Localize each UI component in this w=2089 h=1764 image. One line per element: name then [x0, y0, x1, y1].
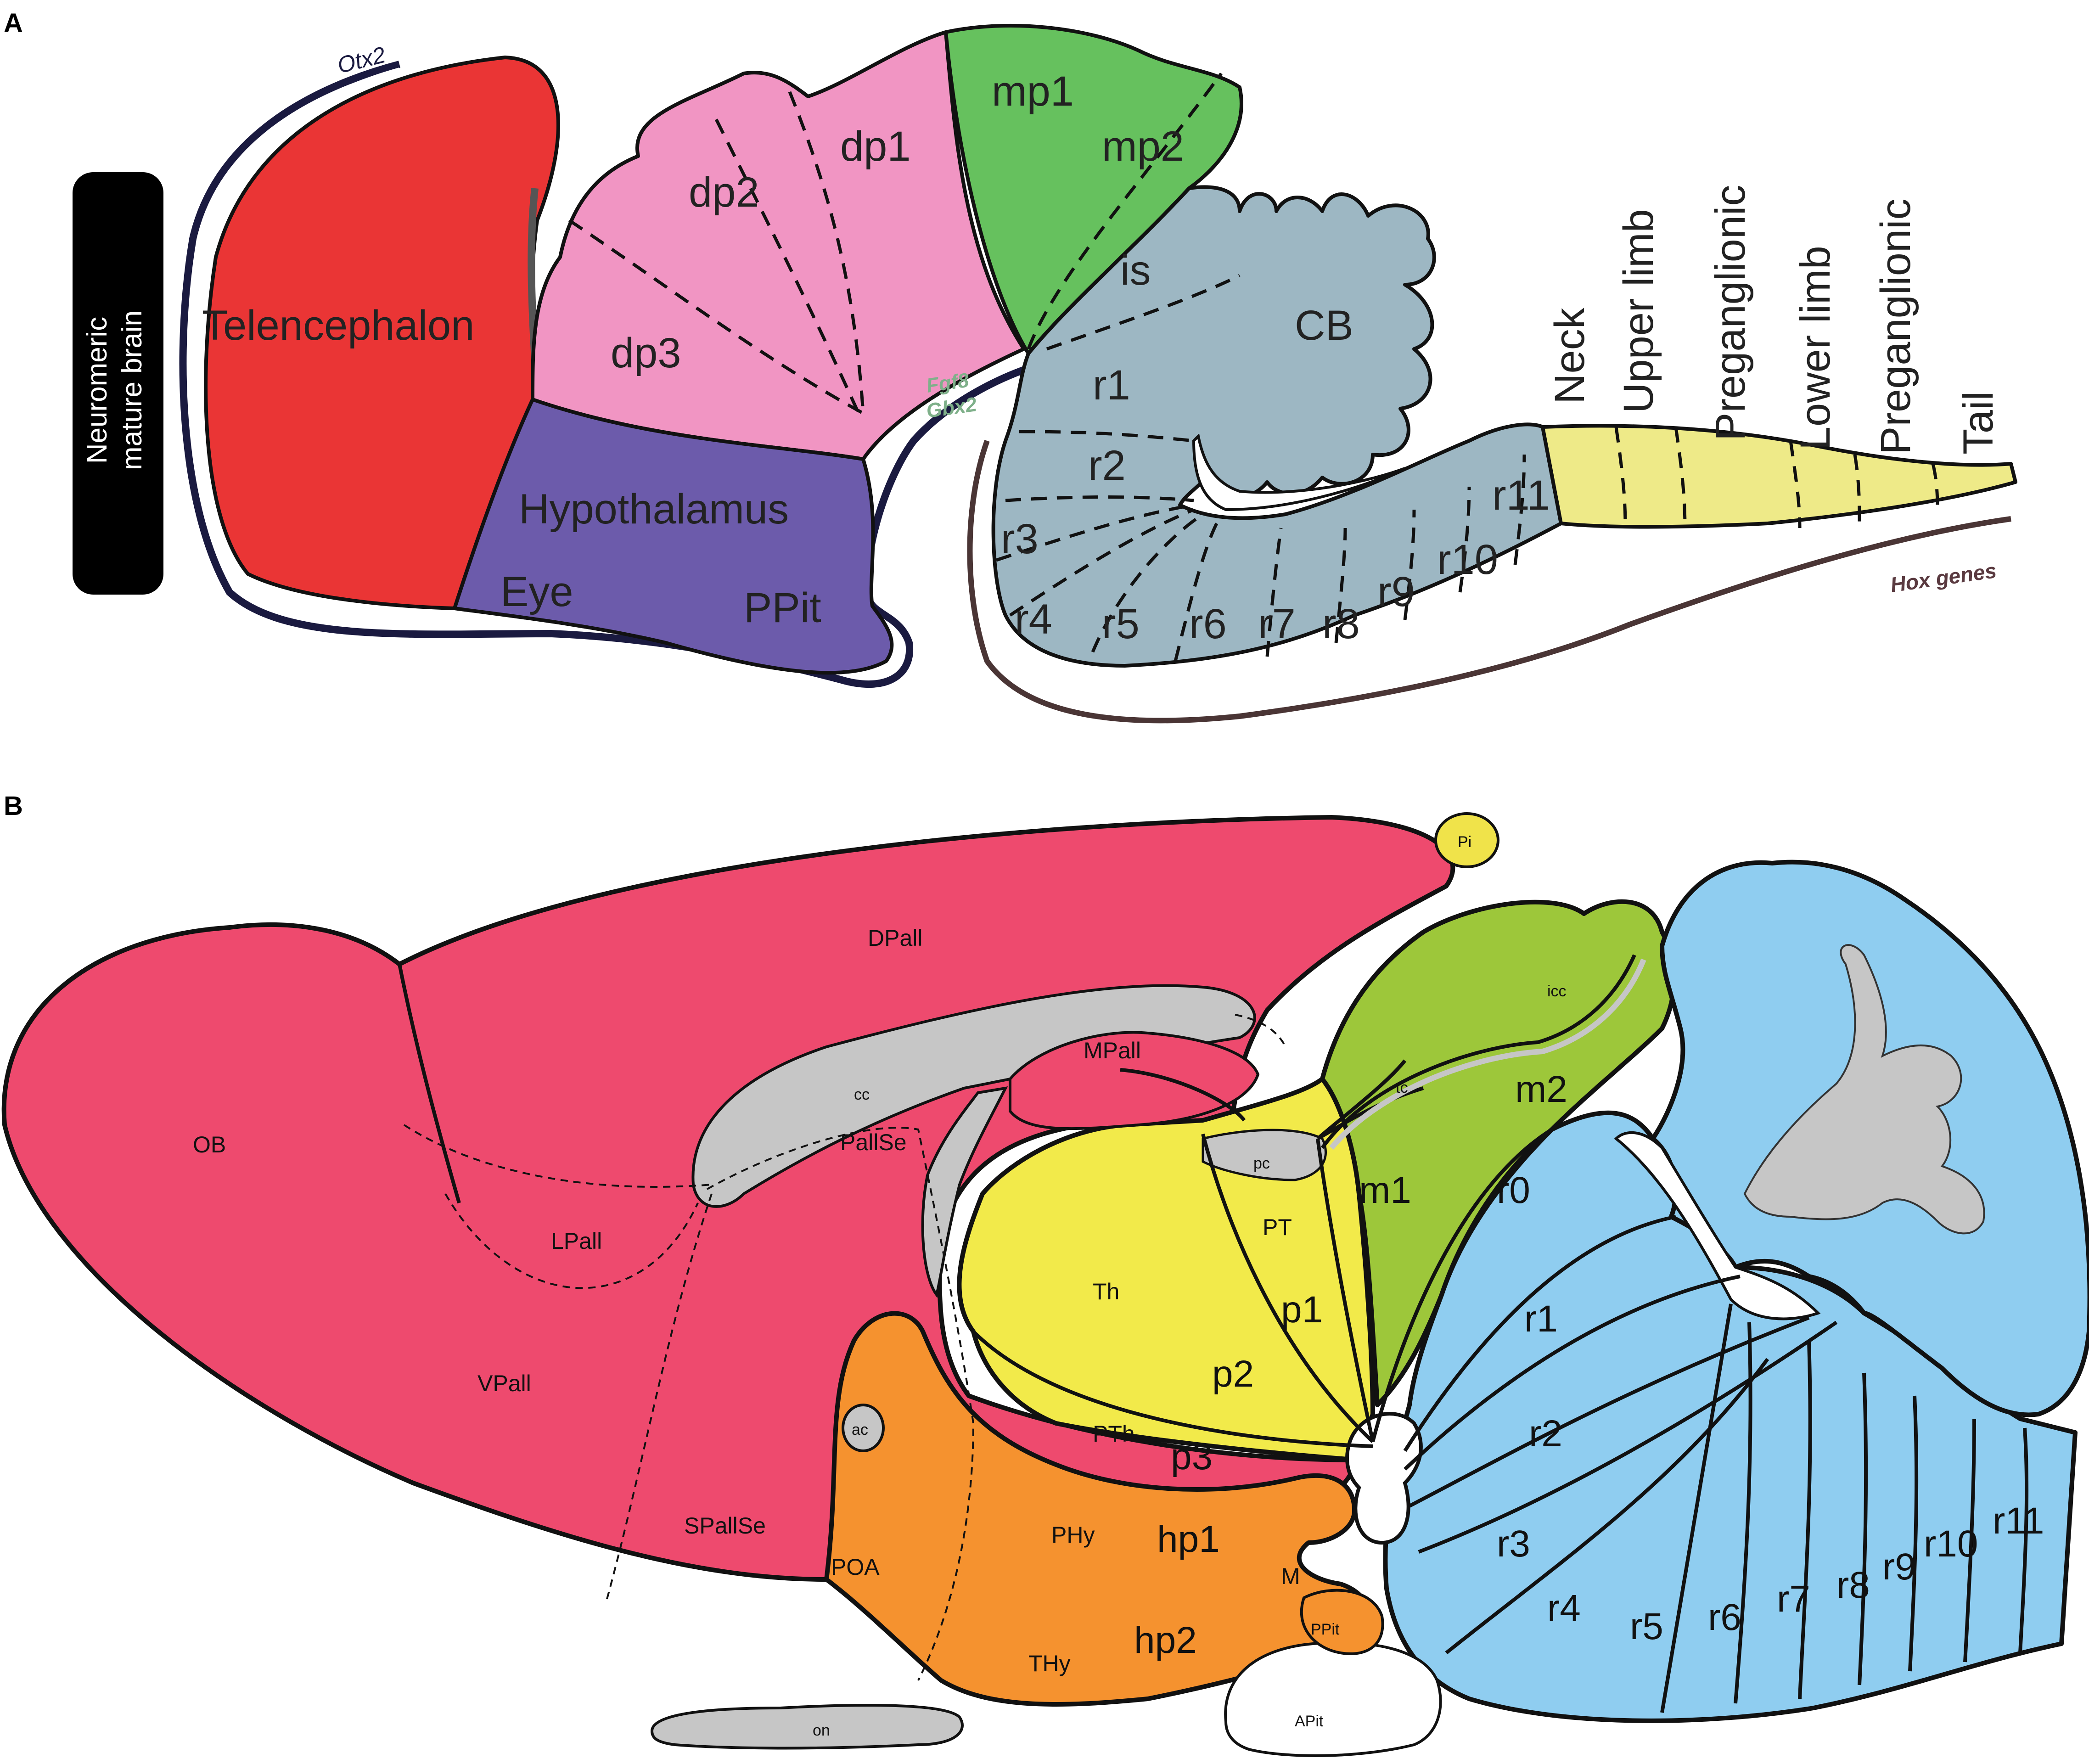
region-on — [650, 1704, 964, 1750]
label-telencephalon: Telencephalon — [202, 302, 474, 349]
label-tc: tc — [1396, 1079, 1408, 1096]
region-telencephalon — [204, 56, 560, 610]
label-r7-b: r7 — [1777, 1578, 1810, 1620]
label-ppit-b: PPit — [1311, 1621, 1340, 1638]
label-ob: OB — [193, 1132, 226, 1157]
label-r3-b: r3 — [1497, 1523, 1530, 1565]
label-r9: r9 — [1377, 568, 1415, 615]
label-preganglionic-2: Preganglionic — [1872, 199, 1919, 455]
label-r4: r4 — [1015, 596, 1052, 643]
label-thy: THy — [1028, 1651, 1071, 1676]
label-hp2: hp2 — [1134, 1619, 1197, 1661]
label-apit: APit — [1295, 1713, 1324, 1730]
side-label-line2: mature brain — [116, 310, 148, 470]
label-r8-b: r8 — [1836, 1564, 1870, 1606]
label-r4-b: r4 — [1547, 1587, 1581, 1629]
label-spallse: SPallSe — [684, 1513, 766, 1539]
label-pi: Pi — [1458, 833, 1471, 851]
label-dp3: dp3 — [611, 330, 681, 376]
label-pt: PT — [1263, 1214, 1292, 1240]
label-r2-b: r2 — [1529, 1413, 1562, 1455]
region-hindbrain — [991, 185, 1563, 668]
panel-b-letter: B — [4, 791, 23, 821]
label-r0-b: r0 — [1497, 1169, 1530, 1211]
label-dp2: dp2 — [689, 169, 759, 216]
label-r5-b: r5 — [1630, 1606, 1663, 1647]
label-lpall: LPall — [551, 1228, 602, 1254]
label-r8: r8 — [1322, 601, 1360, 647]
label-phy: PHy — [1051, 1522, 1095, 1548]
label-hypothalamus: Hypothalamus — [519, 486, 789, 533]
label-dp1: dp1 — [840, 123, 911, 170]
label-r7: r7 — [1258, 601, 1296, 647]
label-r2: r2 — [1088, 442, 1126, 489]
otx2-contour — [179, 61, 1048, 688]
label-r9-b: r9 — [1882, 1546, 1916, 1588]
label-is: is — [1120, 247, 1151, 294]
label-mpall: MPall — [1084, 1038, 1141, 1063]
panel-b: B — [1, 791, 2089, 1757]
label-pallse: PallSe — [840, 1129, 907, 1155]
label-icc: icc — [1547, 983, 1567, 1000]
region-mpall — [1009, 1031, 1260, 1130]
label-r3: r3 — [1001, 516, 1039, 562]
label-r1: r1 — [1093, 362, 1130, 409]
label-m2: m2 — [1515, 1068, 1567, 1110]
label-ac: ac — [852, 1421, 868, 1438]
label-hp1: hp1 — [1157, 1518, 1220, 1560]
panel-a-letter: A — [4, 8, 23, 38]
label-r6: r6 — [1189, 601, 1227, 647]
label-neck: Neck — [1546, 307, 1593, 404]
label-pth: PTh — [1093, 1421, 1135, 1447]
label-p1: p1 — [1281, 1289, 1323, 1331]
label-eye: Eye — [500, 568, 573, 615]
label-mp2: mp2 — [1102, 123, 1184, 170]
label-mp1: mp1 — [992, 68, 1074, 115]
label-r11-b: r11 — [1993, 1500, 2044, 1542]
region-preoptic — [824, 1311, 1371, 1707]
label-r1-b: r1 — [1524, 1298, 1558, 1340]
region-midbrain-b — [1320, 899, 1677, 1407]
label-p2: p2 — [1212, 1353, 1254, 1395]
region-ppit-b — [1300, 1589, 1384, 1655]
label-cc: cc — [854, 1086, 870, 1103]
label-vpall: VPall — [477, 1371, 531, 1396]
label-cb: CB — [1295, 302, 1353, 349]
region-spinal-cord — [1541, 424, 2017, 529]
label-dpall: DPall — [868, 925, 922, 951]
label-tail: Tail — [1955, 391, 2002, 455]
label-ppit-a: PPit — [744, 584, 821, 631]
label-lower-limb: Lower limb — [1792, 246, 1839, 450]
hox-contour — [967, 439, 2011, 724]
label-r10: r10 — [1437, 536, 1498, 583]
panel-a: A Neuromeric mature brain Otx2 Hox genes — [4, 8, 2017, 724]
side-label-box — [73, 172, 163, 595]
label-r5: r5 — [1102, 601, 1140, 647]
label-r10-b: r10 — [1924, 1523, 1978, 1565]
label-pc: pc — [1253, 1155, 1270, 1172]
label-preganglionic-1: Preganglionic — [1707, 185, 1754, 441]
region-hindbrain-b — [1383, 1110, 2078, 1723]
label-r11: r11 — [1492, 472, 1550, 519]
region-midbrain — [944, 23, 1243, 355]
region-ac — [842, 1404, 885, 1452]
region-pi — [1434, 812, 1499, 868]
side-label-line1: Neuromeric — [81, 317, 113, 464]
region-apit — [1224, 1641, 1442, 1757]
label-th: Th — [1093, 1279, 1119, 1304]
label-r6-b: r6 — [1708, 1596, 1741, 1638]
hox-label: Hox genes — [1889, 558, 1998, 597]
label-upper-limb: Upper limb — [1615, 209, 1662, 413]
label-p3: p3 — [1171, 1436, 1213, 1477]
region-hypothalamus — [453, 398, 894, 675]
label-m: M — [1281, 1563, 1300, 1589]
label-poa: POA — [831, 1554, 880, 1580]
label-on: on — [813, 1722, 830, 1739]
label-m1: m1 — [1359, 1169, 1411, 1211]
region-pc — [1202, 1129, 1327, 1181]
